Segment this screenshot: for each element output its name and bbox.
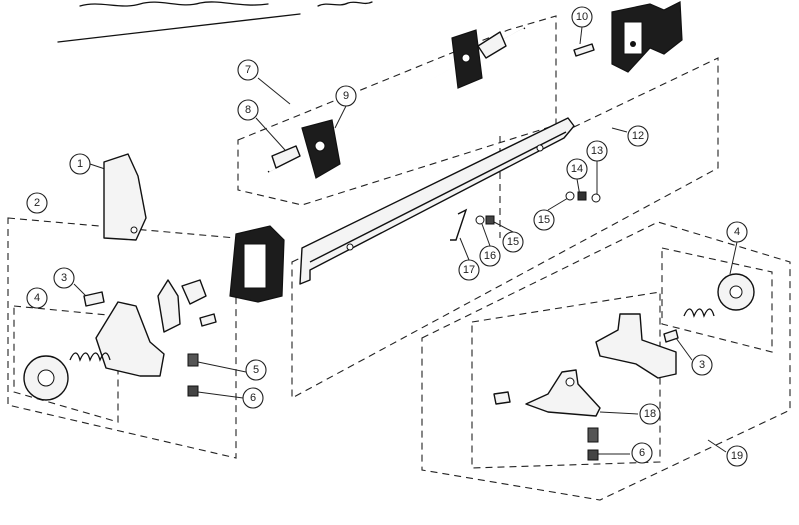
- callout-c19: 19: [726, 445, 748, 467]
- callout-circle: [479, 245, 501, 267]
- rail-assembly: [299, 117, 601, 285]
- callout-c3b: 3: [691, 354, 713, 376]
- callout-c17: 17: [458, 259, 480, 281]
- callout-circle: [533, 209, 555, 231]
- lever-plate-1: [103, 153, 147, 241]
- leader-lines: [73, 26, 738, 455]
- callout-circle: [571, 6, 593, 28]
- callout-circle: [639, 403, 661, 425]
- callout-number: 12: [632, 130, 644, 142]
- group-12-outline: [291, 57, 719, 399]
- callout-c15b: 15: [502, 231, 524, 253]
- callout-circle: [566, 158, 588, 180]
- callout-number: 7: [245, 64, 251, 76]
- callout-c6a: 6: [242, 387, 264, 409]
- group-4a-outline: [13, 305, 119, 423]
- callout-c13: 13: [586, 140, 608, 162]
- callout-circle: [242, 387, 264, 409]
- callout-number: 6: [250, 392, 256, 404]
- base-block: [95, 301, 165, 377]
- callout-number: 13: [591, 145, 603, 157]
- callout-circle: [237, 99, 259, 121]
- spring-right: [683, 308, 715, 318]
- callout-c4b: 4: [726, 221, 748, 243]
- callout-number: 9: [343, 90, 349, 102]
- callout-number: 5: [253, 364, 259, 376]
- spring-left: [69, 352, 111, 362]
- callout-c2: 2: [26, 192, 48, 214]
- callout-circle: [237, 59, 259, 81]
- right-block-assembly: [573, 1, 683, 73]
- callout-number: 8: [245, 104, 251, 116]
- callout-circle: [502, 231, 524, 253]
- callout-c1: 1: [69, 153, 91, 175]
- callout-circle: [26, 287, 48, 309]
- collar-8: [271, 145, 301, 169]
- callout-circle: [726, 445, 748, 467]
- callout-circle: [245, 359, 267, 381]
- callout-c15a: 15: [533, 209, 555, 231]
- callout-circle: [53, 267, 75, 289]
- right-lower-assembly: [493, 273, 755, 461]
- group-2-outline: [7, 217, 237, 459]
- handwritten-header: [57, 1, 373, 43]
- group-18-outline: [471, 291, 661, 469]
- callout-number: 3: [699, 359, 705, 371]
- lever-18: [525, 369, 601, 417]
- callout-number: 4: [734, 226, 740, 238]
- callout-circle: [26, 192, 48, 214]
- callout-number: 1: [77, 158, 83, 170]
- callout-number: 15: [538, 214, 550, 226]
- callout-c9: 9: [335, 85, 357, 107]
- callout-c8: 8: [237, 99, 259, 121]
- callout-c14: 14: [566, 158, 588, 180]
- callout-c5: 5: [245, 359, 267, 381]
- callout-number: 3: [61, 272, 67, 284]
- callout-c12: 12: [627, 125, 649, 147]
- callout-circle: [627, 125, 649, 147]
- group-19-outline: [421, 221, 791, 501]
- callout-circle: [631, 442, 653, 464]
- callout-number: 15: [507, 236, 519, 248]
- callout-number: 2: [34, 197, 40, 209]
- callout-number: 16: [484, 250, 496, 262]
- callout-number: 17: [463, 264, 475, 276]
- clamp-bracket: [595, 313, 677, 379]
- callout-circle: [69, 153, 91, 175]
- callout-c6b: 6: [631, 442, 653, 464]
- screw-10: [573, 43, 595, 57]
- callout-circle: [335, 85, 357, 107]
- assembly-outlines: [7, 15, 791, 501]
- left-assembly: [23, 153, 285, 401]
- rail-12: [299, 117, 575, 285]
- callout-c7: 7: [237, 59, 259, 81]
- group-7-outline: [237, 15, 557, 206]
- callout-number: 6: [639, 447, 645, 459]
- callout-number: 4: [34, 292, 40, 304]
- callout-c16: 16: [479, 245, 501, 267]
- hinge-block-right: [611, 1, 683, 73]
- callout-number: 19: [731, 450, 743, 462]
- callout-c4a: 4: [26, 287, 48, 309]
- pin-17: [450, 208, 468, 241]
- callout-circle: [586, 140, 608, 162]
- callout-c3a: 3: [53, 267, 75, 289]
- callout-circle: [691, 354, 713, 376]
- callout-c10: 10: [571, 6, 593, 28]
- callout-number: 14: [571, 163, 583, 175]
- group-4b-outline: [661, 247, 773, 353]
- shaft-assembly: [267, 27, 526, 179]
- callout-circle: [458, 259, 480, 281]
- callout-c18: 18: [639, 403, 661, 425]
- callout-circle: [726, 221, 748, 243]
- callout-number: 18: [644, 408, 656, 420]
- callout-number: 10: [576, 11, 588, 23]
